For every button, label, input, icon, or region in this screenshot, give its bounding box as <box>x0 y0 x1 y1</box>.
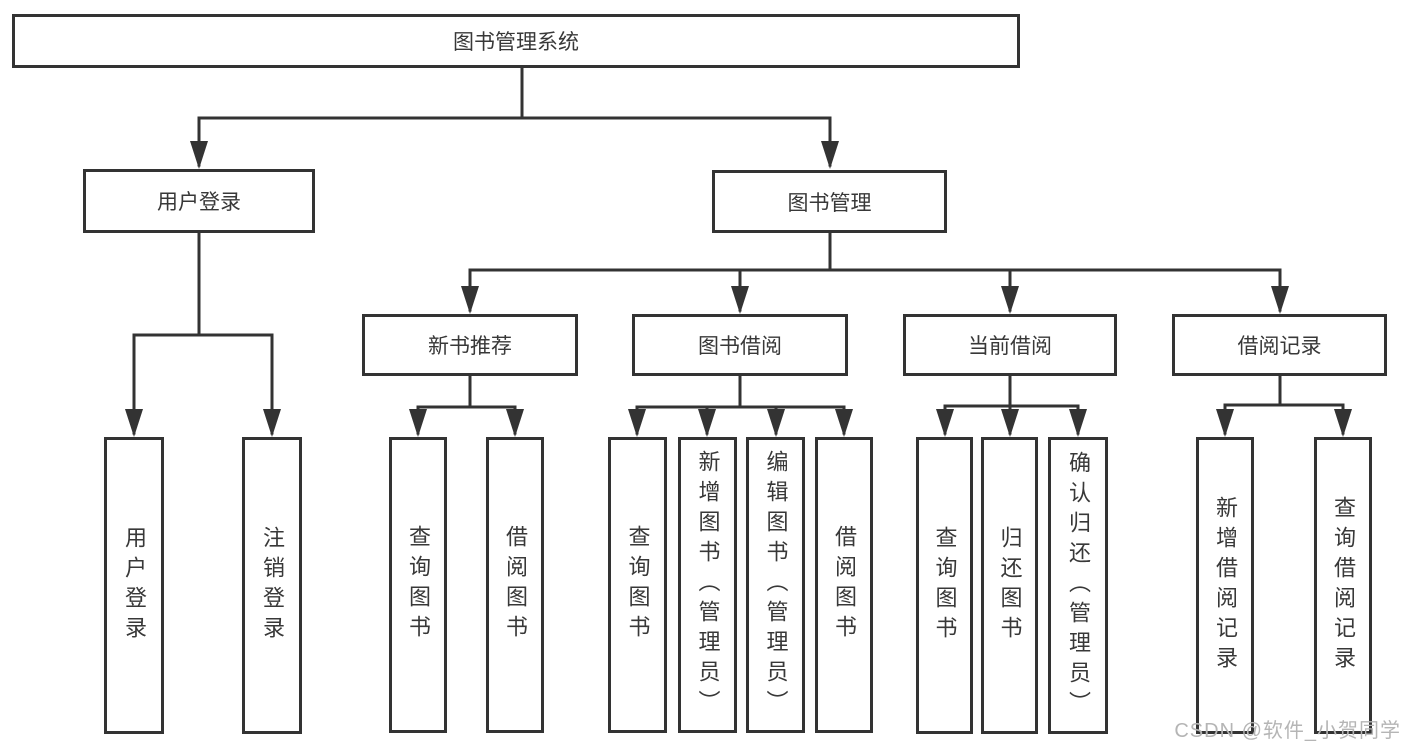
arrowhead-icon <box>409 409 427 437</box>
node-book-management: 图书管理 <box>712 170 947 233</box>
watermark: CSDN @软件_小贺同学 <box>1174 720 1401 742</box>
arrowhead-icon <box>461 286 479 314</box>
node-leaf-borrow-books-1: 借阅图书 <box>486 437 544 733</box>
arrowhead-icon <box>190 141 208 169</box>
arrowhead-icon <box>821 141 839 169</box>
node-leaf-borrow-books-2: 借阅图书 <box>815 437 873 733</box>
node-label-leaf-query-books-1: 查询图书 <box>406 525 431 645</box>
arrowhead-icon <box>835 409 853 437</box>
node-root: 图书管理系统 <box>12 14 1020 68</box>
arrowhead-icon <box>1001 409 1019 437</box>
node-label-leaf-add-books: 新增图书（管理员） <box>695 450 721 720</box>
arrowhead-icon <box>698 409 716 437</box>
arrowhead-icon <box>1334 409 1352 437</box>
arrowhead-icon <box>731 286 749 314</box>
node-label-leaf-add-borrow-record: 新增借阅记录 <box>1213 495 1238 676</box>
node-leaf-add-borrow-record: 新增借阅记录 <box>1196 437 1254 734</box>
node-leaf-user-login: 用户登录 <box>104 437 164 734</box>
node-label-leaf-user-login: 用户登录 <box>122 525 147 646</box>
node-current-borrowing: 当前借阅 <box>903 314 1117 376</box>
arrowhead-icon <box>1271 286 1289 314</box>
arrowhead-icon <box>125 409 143 437</box>
node-label-leaf-borrow-books-1: 借阅图书 <box>503 525 528 645</box>
arrowhead-icon <box>1069 409 1087 437</box>
node-borrowing-records: 借阅记录 <box>1172 314 1387 376</box>
arrowhead-icon <box>767 409 785 437</box>
node-leaf-logout: 注销登录 <box>242 437 302 734</box>
node-label-leaf-logout: 注销登录 <box>260 525 285 646</box>
node-label-leaf-edit-books: 编辑图书（管理员） <box>763 450 789 720</box>
node-label-leaf-query-books-2: 查询图书 <box>625 525 651 645</box>
node-leaf-query-borrow-record: 查询借阅记录 <box>1314 437 1372 734</box>
node-label-leaf-return-books: 归还图书 <box>997 525 1023 646</box>
node-label-borrowing-records: 借阅记录 <box>1237 335 1322 358</box>
node-label-leaf-borrow-books-2: 借阅图书 <box>832 525 857 645</box>
node-user-login: 用户登录 <box>83 169 315 233</box>
arrowhead-icon <box>1001 286 1019 314</box>
node-label-user-login: 用户登录 <box>157 191 241 214</box>
node-label-book-borrowing: 图书借阅 <box>698 335 782 358</box>
node-label-leaf-query-books-3: 查询图书 <box>932 525 958 646</box>
arrowhead-icon <box>628 409 646 437</box>
arrowhead-icon <box>1216 409 1234 437</box>
node-leaf-confirm-return: 确认归还（管理员） <box>1048 437 1108 734</box>
node-label-leaf-query-borrow-record: 查询借阅记录 <box>1331 495 1356 676</box>
node-leaf-query-books-2: 查询图书 <box>608 437 667 733</box>
arrowhead-icon <box>506 409 524 437</box>
node-label-root: 图书管理系统 <box>453 31 579 54</box>
node-leaf-query-books-3: 查询图书 <box>916 437 973 734</box>
node-label-current-borrowing: 当前借阅 <box>968 335 1052 358</box>
node-book-borrowing: 图书借阅 <box>632 314 848 376</box>
arrowhead-icon <box>936 409 954 437</box>
node-new-book-recommend: 新书推荐 <box>362 314 578 376</box>
node-leaf-return-books: 归还图书 <box>981 437 1038 734</box>
node-leaf-edit-books: 编辑图书（管理员） <box>746 437 805 733</box>
node-label-book-management: 图书管理 <box>787 191 872 215</box>
node-leaf-query-books-1: 查询图书 <box>389 437 447 733</box>
arrowhead-icon <box>263 409 281 437</box>
node-label-leaf-confirm-return: 确认归还（管理员） <box>1066 450 1091 721</box>
node-leaf-add-books: 新增图书（管理员） <box>678 437 737 733</box>
node-label-new-book-recommend: 新书推荐 <box>428 335 512 358</box>
